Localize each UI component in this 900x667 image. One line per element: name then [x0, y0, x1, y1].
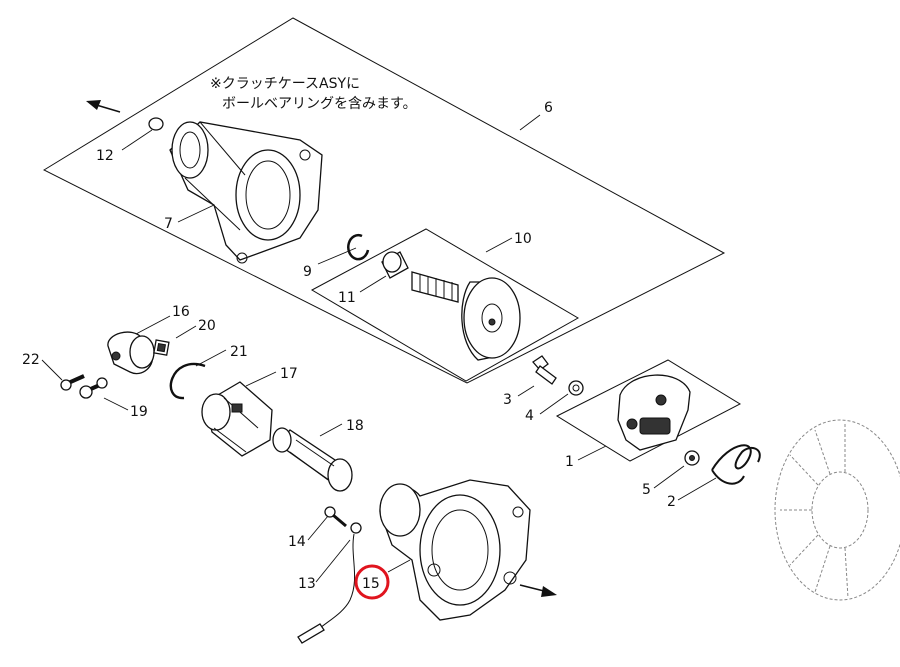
part-18-sleeve: [272, 427, 353, 492]
part-5-washer: [684, 450, 700, 466]
label-12: 12: [96, 148, 114, 164]
part-14-bolt: [324, 506, 347, 528]
part-19-bolt: [79, 377, 108, 399]
part-10-clutch-drum: [411, 271, 521, 361]
label-11: 11: [338, 290, 356, 306]
note-line-2: ボールベアリングを含みます。: [222, 96, 417, 112]
label-20: 20: [198, 318, 216, 334]
leader-lines: [41, 114, 717, 583]
assembly-6-outline: [42, 17, 726, 384]
label-9: 9: [303, 264, 312, 280]
part-15-cover: [379, 479, 531, 621]
label-1: 1: [565, 454, 574, 470]
part-9-circlip: [347, 233, 370, 261]
label-10: 10: [514, 231, 532, 247]
label-6: 6: [544, 100, 553, 116]
part-11-bushing: [381, 251, 409, 279]
note-line-1: ※クラッチケースASYに: [210, 76, 360, 92]
label-19: 19: [130, 404, 148, 420]
part-labels: 12 7 6 9 11 10 16 20 21 17 18 22 19 3 4 …: [22, 100, 676, 592]
part-22-screw: [60, 374, 85, 391]
label-16: 16: [172, 304, 190, 320]
direction-arrow-top: [86, 100, 121, 113]
label-5: 5: [642, 482, 651, 498]
part-17-housing: [201, 381, 273, 457]
part-1-clutch-shoe: [617, 374, 691, 451]
assembly-10-outline: [310, 228, 580, 382]
label-18: 18: [346, 418, 364, 434]
label-2: 2: [667, 494, 676, 510]
part-2-spring: [711, 444, 761, 485]
label-22: 22: [22, 352, 40, 368]
highlight-circle: [354, 564, 390, 600]
label-15: 15: [362, 576, 380, 592]
label-13: 13: [298, 576, 316, 592]
part-12-snap-ring: [148, 117, 164, 131]
label-14: 14: [288, 534, 306, 550]
part-7-clutch-case: [169, 121, 323, 264]
label-7: 7: [164, 216, 173, 232]
part-3-bolt: [532, 355, 557, 385]
label-3: 3: [503, 392, 512, 408]
label-4: 4: [525, 408, 534, 424]
part-21-ring: [169, 362, 206, 400]
part-13-ground-wire: [297, 522, 362, 644]
direction-arrow-bottom: [519, 584, 557, 597]
flywheel: [774, 419, 900, 601]
part-4-washer: [568, 380, 584, 396]
part-20-nut: [153, 339, 170, 356]
label-21: 21: [230, 344, 248, 360]
label-17: 17: [280, 366, 298, 382]
part-16-clamp: [107, 331, 155, 375]
